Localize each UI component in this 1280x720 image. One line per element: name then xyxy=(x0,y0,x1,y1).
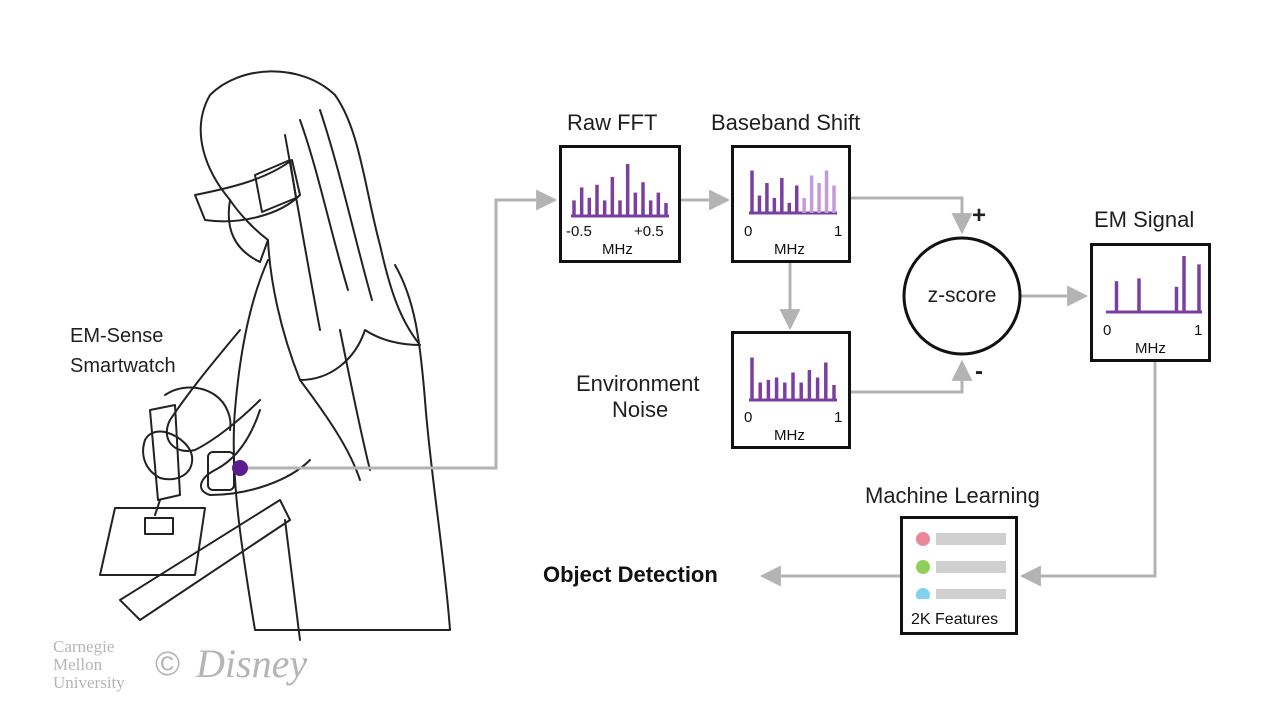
shirt-outline xyxy=(232,259,451,631)
raw-fft-plot xyxy=(571,164,669,218)
features-label: 2K Features xyxy=(911,611,999,628)
em-unit: MHz xyxy=(1135,340,1166,357)
minus-sign: - xyxy=(975,358,983,385)
noise-tick-left: 0 xyxy=(744,409,753,426)
environment-noise-panel: 0 1 MHz xyxy=(731,331,851,449)
copyright-icon: © xyxy=(155,645,181,683)
baseband-tick-left: 0 xyxy=(744,223,753,240)
environment-noise-label-line2: Noise xyxy=(612,397,669,422)
zscore-node xyxy=(902,236,1022,356)
noise-unit: MHz xyxy=(774,427,805,444)
baseband-shift-title: Baseband Shift xyxy=(711,110,861,135)
cmu-logo-line1: Carnegie xyxy=(53,637,115,656)
connector-noise-to-zscore xyxy=(850,359,973,394)
device-label-line1: EM-Sense xyxy=(70,325,164,347)
connector-em-to-ml xyxy=(1019,362,1157,587)
cmu-logo-line3: University xyxy=(53,673,125,692)
noise-tick-right: 1 xyxy=(834,409,843,426)
baseband-tick-right: 1 xyxy=(834,223,843,240)
rotary-tool xyxy=(149,404,181,501)
feature-dot xyxy=(916,532,930,546)
feature-bar xyxy=(936,589,1006,599)
baseband-shift-plot xyxy=(749,170,837,215)
baseband-shift-panel: 0 1 MHz xyxy=(731,145,851,263)
workpiece-block xyxy=(144,517,174,535)
environment-noise-plot xyxy=(749,357,837,402)
feature-bar xyxy=(936,533,1006,545)
workpiece-board xyxy=(99,507,206,576)
hair-outline xyxy=(199,70,421,381)
feature-bar xyxy=(936,561,1006,573)
raw-fft-tick-right: +0.5 xyxy=(634,223,664,240)
raw-fft-tick-left: -0.5 xyxy=(566,223,592,240)
em-signal-panel: 0 1 MHz xyxy=(1090,243,1211,362)
feature-dot xyxy=(916,560,930,574)
face-outline xyxy=(227,199,269,263)
cmu-logo-line2: Mellon xyxy=(53,655,103,674)
em-signal-title: EM Signal xyxy=(1094,207,1195,232)
em-signal-plot xyxy=(1106,256,1202,314)
hand xyxy=(142,430,194,481)
raw-fft-panel: -0.5 +0.5 MHz xyxy=(559,145,681,263)
raw-fft-title: Raw FFT xyxy=(567,110,658,135)
connector-baseband-to-zscore xyxy=(850,196,973,235)
feature-rows xyxy=(916,532,1006,599)
connector-watch-to-fft xyxy=(242,189,558,470)
disney-logo: Disney xyxy=(196,641,308,686)
feature-dot xyxy=(916,588,930,599)
machine-learning-title: Machine Learning xyxy=(865,483,1040,508)
environment-noise-label-line1: Environment xyxy=(576,371,700,396)
zscore-label: z-score xyxy=(927,284,997,307)
em-tick-left: 0 xyxy=(1103,322,1112,339)
raw-fft-unit: MHz xyxy=(602,241,633,258)
arm-right xyxy=(200,409,311,496)
arm-left xyxy=(165,329,261,452)
goggles xyxy=(194,159,301,223)
person-illustration xyxy=(99,70,451,641)
em-tick-right: 1 xyxy=(1194,322,1203,339)
plus-sign: + xyxy=(972,202,987,229)
machine-learning-panel: 2K Features xyxy=(900,516,1018,635)
baseband-unit: MHz xyxy=(774,241,805,258)
object-detection-label: Object Detection xyxy=(543,562,718,587)
smartwatch-marker-dot xyxy=(232,460,248,476)
device-label-line2: Smartwatch xyxy=(70,355,176,377)
table-edge xyxy=(119,499,291,621)
connectors xyxy=(242,189,1157,587)
